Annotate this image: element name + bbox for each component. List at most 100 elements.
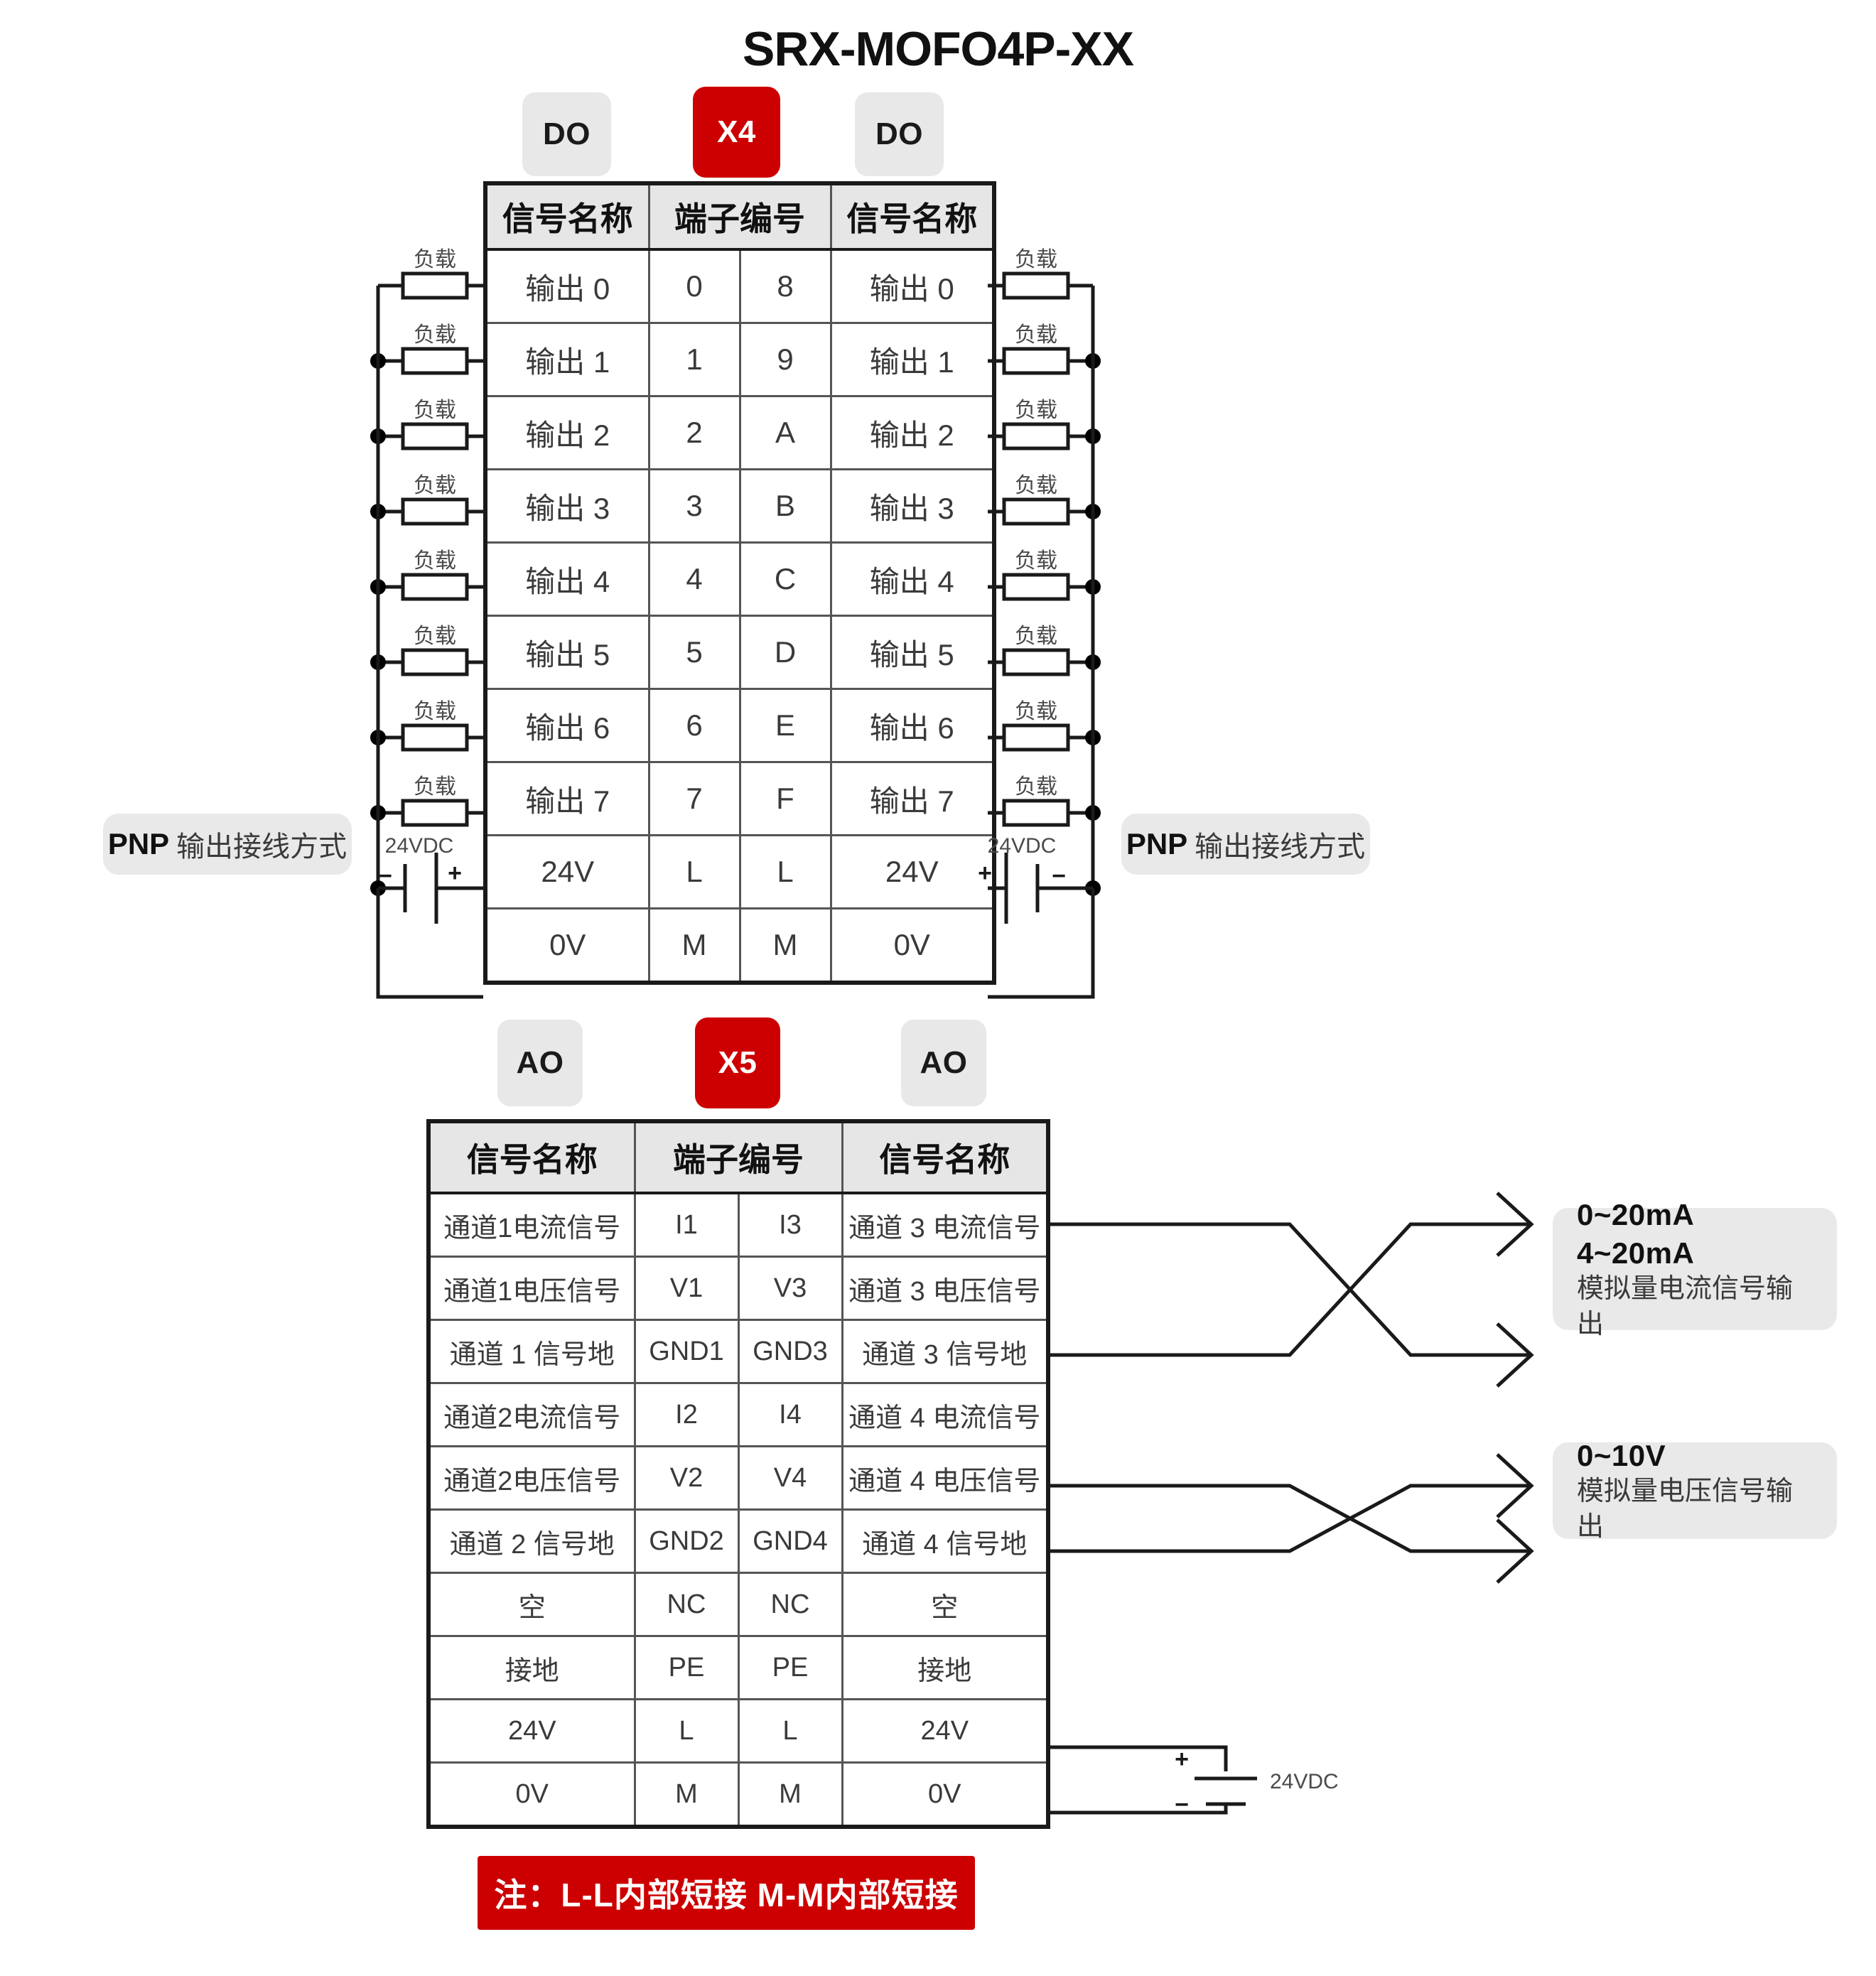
svg-text:+: +: [1175, 1746, 1189, 1773]
cell-signal-left: 0V: [483, 907, 650, 985]
cell-terminal-right: L: [737, 1698, 843, 1764]
cell-signal-right: 接地: [841, 1635, 1050, 1700]
cell-terminal-right: M: [737, 1761, 843, 1829]
cell-signal-right: 通道 4 信号地: [841, 1508, 1050, 1574]
cell-terminal-right: D: [738, 615, 832, 690]
badge-do-left: DO: [522, 92, 611, 176]
cell-terminal-right: 8: [738, 248, 832, 324]
cell-terminal-left: 1: [647, 322, 741, 397]
cell-signal-right: 通道 3 信号地: [841, 1319, 1050, 1384]
svg-text:24VDC: 24VDC: [1270, 1770, 1339, 1793]
cell-signal-left: 0V: [426, 1761, 636, 1829]
cell-terminal-right: I4: [737, 1382, 843, 1447]
svg-text:负载: 负载: [414, 775, 456, 799]
cell-signal-left: 输出 3: [483, 468, 650, 544]
callout-current-output: 0~20mA 4~20mA 模拟量电流信号输出: [1553, 1198, 1837, 1339]
cell-signal-right: 输出 7: [829, 761, 996, 836]
svg-text:−: −: [1175, 1791, 1189, 1818]
cell-signal-left: 空: [426, 1572, 636, 1637]
cell-signal-left: 通道1电压信号: [426, 1256, 636, 1321]
cell-signal-left: 通道 2 信号地: [426, 1508, 636, 1574]
cell-signal-right: 通道 3 电压信号: [841, 1256, 1050, 1321]
cell-signal-left: 输出 1: [483, 322, 650, 397]
cell-signal-left: 输出 6: [483, 688, 650, 763]
badge-x4: X4: [693, 87, 780, 178]
pnp-bold-right: PNP: [1126, 827, 1188, 860]
cell-signal-left: 24V: [426, 1698, 636, 1764]
svg-text:负载: 负载: [414, 323, 456, 347]
svg-text:−: −: [378, 863, 392, 890]
cell-signal-right: 通道 4 电流信号: [841, 1382, 1050, 1447]
cell-signal-left: 通道2电流信号: [426, 1382, 636, 1447]
badge-x5: X5: [695, 1017, 780, 1108]
callout-voltage-output: 0~10V 模拟量电压信号输出: [1553, 1439, 1837, 1542]
cell-signal-left: 接地: [426, 1635, 636, 1700]
cell-terminal-right: 9: [738, 322, 832, 397]
cell-terminal-left: M: [633, 1761, 740, 1829]
col-header-signal-left: 信号名称: [426, 1119, 636, 1194]
col-header-signal-left: 信号名称: [483, 181, 650, 251]
svg-text:24VDC: 24VDC: [385, 834, 454, 858]
cell-terminal-left: I2: [633, 1382, 740, 1447]
cell-terminal-right: NC: [737, 1572, 843, 1637]
callout-current-range1: 0~20mA: [1577, 1197, 1695, 1231]
wiring-analog: 24VDC + −: [1046, 1192, 1534, 1818]
cell-signal-right: 输出 5: [829, 615, 996, 690]
cell-signal-right: 输出 6: [829, 688, 996, 763]
svg-text:负载: 负载: [1015, 248, 1057, 271]
svg-text:负载: 负载: [414, 399, 456, 422]
col-header-signal-right: 信号名称: [841, 1119, 1050, 1194]
cell-terminal-right: GND3: [737, 1319, 843, 1384]
svg-text:负载: 负载: [414, 474, 456, 497]
cell-signal-right: 通道 4 电压信号: [841, 1445, 1050, 1511]
cell-signal-right: 空: [841, 1572, 1050, 1637]
cell-terminal-left: NC: [633, 1572, 740, 1637]
cell-signal-left: 24V: [483, 834, 650, 909]
cell-signal-right: 输出 3: [829, 468, 996, 544]
svg-text:负载: 负载: [1015, 775, 1057, 799]
svg-text:负载: 负载: [414, 248, 456, 271]
cell-terminal-left: 6: [647, 688, 741, 763]
cell-signal-left: 通道2电压信号: [426, 1445, 636, 1511]
cell-signal-left: 通道1电流信号: [426, 1192, 636, 1258]
col-header-signal-right: 信号名称: [829, 181, 996, 251]
cell-terminal-right: PE: [737, 1635, 843, 1700]
cell-terminal-left: L: [647, 834, 741, 909]
badge-do-right: DO: [855, 92, 944, 176]
pnp-text-right: 输出接线方式: [1195, 831, 1366, 863]
col-header-terminal: 端子编号: [647, 181, 832, 251]
pnp-text-left: 输出接线方式: [176, 831, 347, 863]
cell-terminal-left: PE: [633, 1635, 740, 1700]
cell-terminal-left: V2: [633, 1445, 740, 1511]
cell-signal-right: 0V: [829, 907, 996, 985]
cell-terminal-right: M: [738, 907, 832, 985]
badge-ao-right: AO: [901, 1020, 986, 1106]
cell-terminal-left: I1: [633, 1192, 740, 1258]
cell-terminal-left: 4: [647, 541, 741, 617]
badge-ao-left: AO: [497, 1020, 583, 1106]
cell-terminal-right: V4: [737, 1445, 843, 1511]
cell-signal-left: 输出 0: [483, 248, 650, 324]
svg-text:负载: 负载: [1015, 323, 1057, 347]
svg-text:负载: 负载: [1015, 625, 1057, 648]
cell-terminal-right: E: [738, 688, 832, 763]
cell-terminal-left: V1: [633, 1256, 740, 1321]
